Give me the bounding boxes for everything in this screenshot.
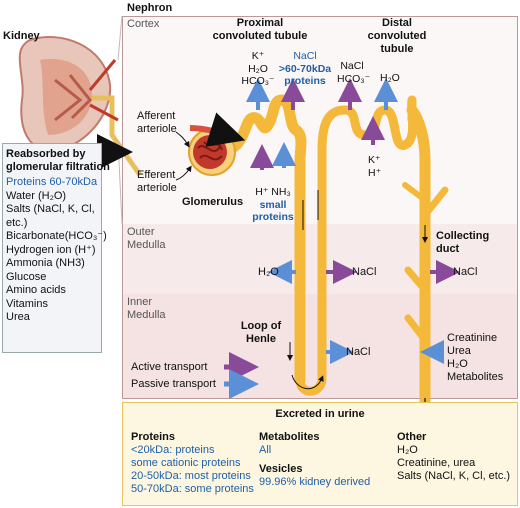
reabsorbed-item: Glucose xyxy=(6,270,47,283)
distal-out-passive: H₂O xyxy=(380,72,400,84)
other-item: Creatinine, urea xyxy=(397,457,476,469)
inner-nacl: NaCl xyxy=(346,346,371,358)
reabsorbed-item: etc.) xyxy=(6,216,28,229)
metabolites-title: Metabolites xyxy=(259,431,320,443)
vesicles-item: 99.96% kidney derived xyxy=(259,476,371,488)
reabsorbed-item: Bicarbonate(HCO₃⁻) xyxy=(6,230,107,242)
reabsorbed-item: Amino acids xyxy=(6,284,66,296)
distal-in: K⁺H⁺ xyxy=(368,154,382,179)
other-item: Salts (NaCl, K, Cl, etc.) xyxy=(397,470,511,482)
reabsorbed-item: Salts (NaCl, K, Cl, xyxy=(6,203,95,215)
glomerulus-label: Glomerulus xyxy=(182,196,244,208)
reabsorbed-item: Proteins 60-70kDa xyxy=(6,176,98,188)
proteins-item: 20-50kDa: most proteins xyxy=(131,470,251,482)
afferent-arteriole-icon xyxy=(189,112,246,147)
metabolites-item: All xyxy=(259,444,272,456)
proteins-item: 50-70kDa: some proteins xyxy=(131,483,254,495)
glomerulus-icon xyxy=(188,128,236,176)
outer-nacl: NaCl xyxy=(352,266,377,278)
reabsorbed-item: Urea xyxy=(6,311,30,323)
other-item: H₂O xyxy=(397,444,418,456)
reabsorbed-title-1: Reabsorbed by xyxy=(6,148,86,160)
diagram-title: Nephron xyxy=(127,2,173,14)
proteins-item: <20kDa: proteins xyxy=(131,444,215,456)
legend-active: Active transport xyxy=(131,361,208,373)
reabsorbed-item: Vitamins xyxy=(6,297,48,310)
cortex-label: Cortex xyxy=(127,18,160,30)
legend-passive: Passive transport xyxy=(131,378,216,390)
vesicles-title: Vesicles xyxy=(259,463,303,475)
kidney-label: Kidney xyxy=(3,30,40,42)
proteins-item: some cationic proteins xyxy=(131,457,241,469)
proteins-title: Proteins xyxy=(131,431,176,443)
excreted-box: Excreted in urine Proteins <20kDa: prote… xyxy=(122,402,518,506)
reabsorbed-title-2: glomerular filtration xyxy=(6,161,110,173)
reabsorbed-item: Water (H₂O) xyxy=(6,189,67,202)
reabsorbed-item: Hydrogen ion (H⁺) xyxy=(6,243,96,256)
outer-h2o: H₂O xyxy=(258,266,279,278)
outer-duct-nacl: NaCl xyxy=(453,266,478,278)
reabsorbed-item: Ammonia (NH3) xyxy=(6,257,85,269)
tubule xyxy=(222,94,449,406)
other-title: Other xyxy=(397,431,427,443)
excreted-title: Excreted in urine xyxy=(275,408,365,420)
